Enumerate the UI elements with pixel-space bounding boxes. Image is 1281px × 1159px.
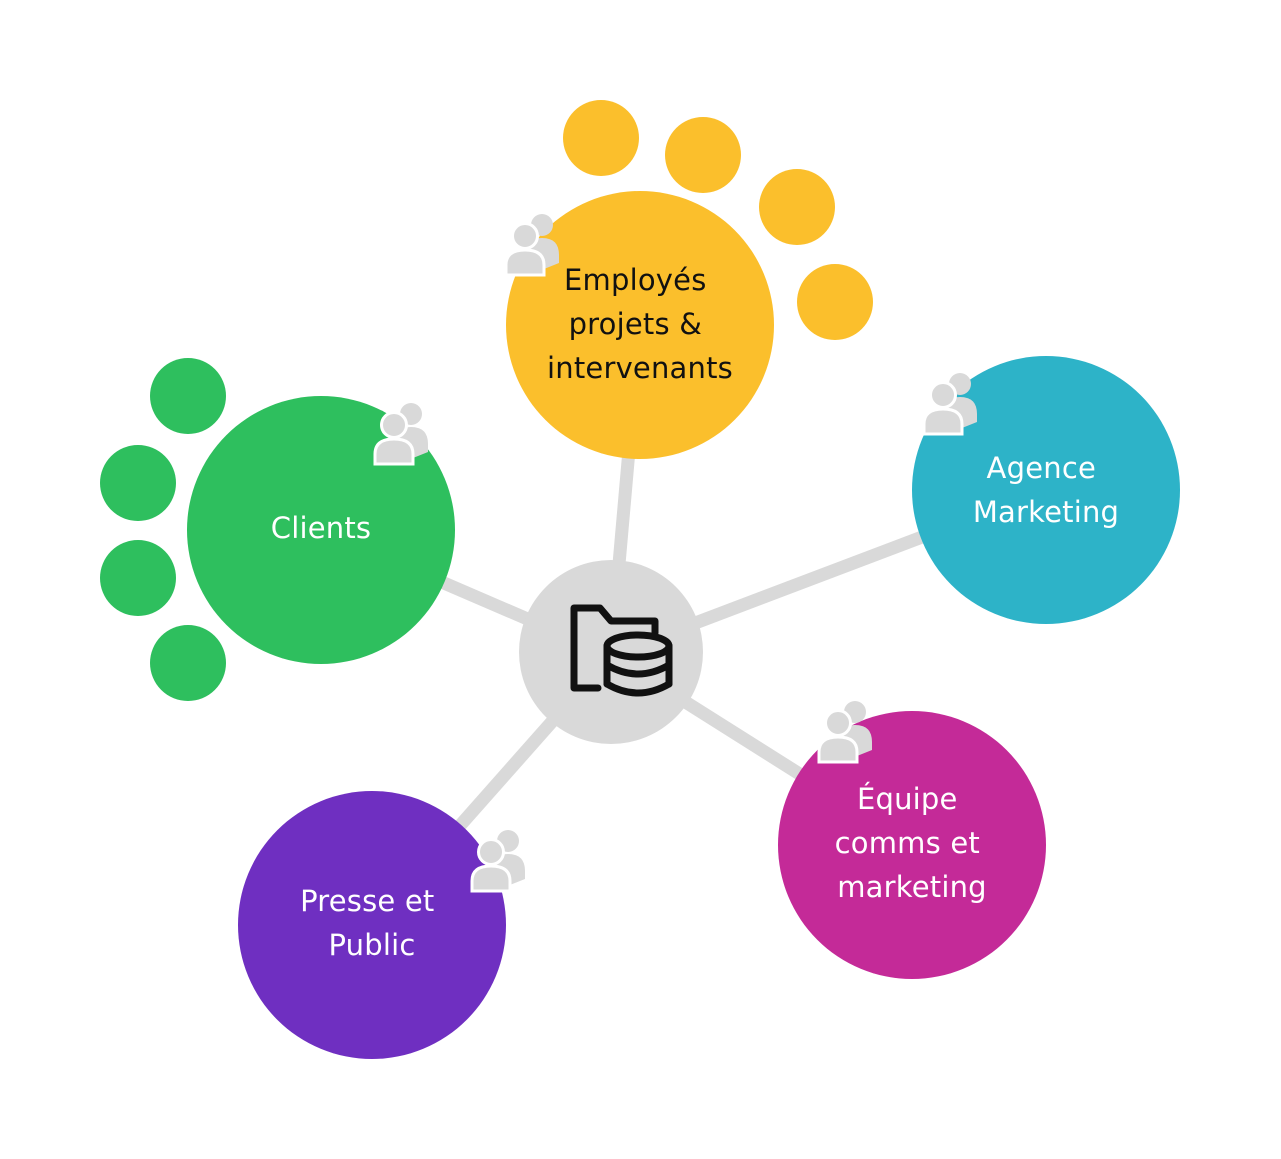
satellites-employes xyxy=(563,100,873,340)
satellite-employes-3 xyxy=(759,169,835,245)
satellite-employes-2 xyxy=(665,117,741,193)
satellite-employes-4 xyxy=(797,264,873,340)
satellite-clients-1 xyxy=(150,358,226,434)
satellite-clients-3 xyxy=(100,540,176,616)
node-clients-label: Clients xyxy=(271,511,371,545)
node-agence-label: Agence Marketing xyxy=(973,451,1119,529)
node-equipe-label: Équipe comms et marketing xyxy=(835,782,990,904)
node-agence: Agence Marketing xyxy=(912,356,1180,624)
hub xyxy=(519,560,703,744)
people-icon-presse xyxy=(470,828,527,893)
node-equipe: Équipe comms et marketing xyxy=(778,711,1046,979)
node-equipe-circle xyxy=(778,711,1046,979)
satellite-employes-1 xyxy=(563,100,639,176)
people-icon-agence xyxy=(922,371,979,436)
node-presse: Presse et Public xyxy=(238,791,506,1059)
node-agence-circle xyxy=(912,356,1180,624)
node-employes-label: Employés projets & intervenants xyxy=(547,263,733,385)
people-icon-equipe xyxy=(817,699,874,764)
folder-database-icon xyxy=(570,604,673,697)
node-presse-label: Presse et Public xyxy=(300,884,444,962)
satellites-clients xyxy=(100,358,226,701)
node-employes-circle xyxy=(506,191,774,459)
satellite-clients-4 xyxy=(150,625,226,701)
node-presse-circle xyxy=(238,791,506,1059)
people-icon-employes xyxy=(504,212,561,277)
satellite-clients-2 xyxy=(100,445,176,521)
node-employes: Employés projets & intervenants xyxy=(506,191,774,459)
